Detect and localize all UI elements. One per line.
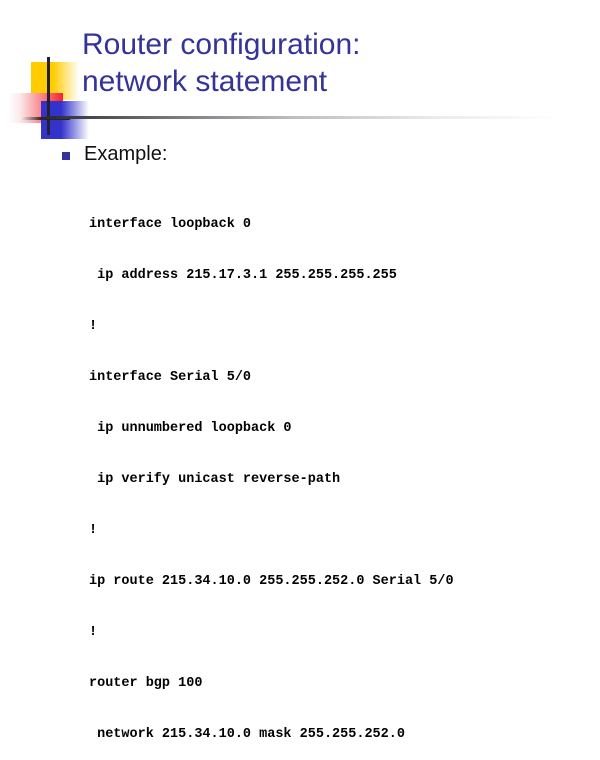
bullet-label: Example:	[84, 143, 168, 165]
decoration-vertical-rule-icon	[47, 57, 50, 135]
list-item: Example:	[62, 141, 582, 167]
code-block: interface loopback 0 ip address 215.17.3…	[89, 182, 454, 760]
slide-decoration-mark	[0, 45, 90, 140]
code-line: ip verify unicast reverse-path	[89, 472, 341, 487]
code-line: network 215.34.10.0 mask 255.255.252.0	[89, 727, 405, 742]
code-line: ip address 215.17.3.1 255.255.255.255	[89, 268, 397, 283]
decoration-blue-square-icon	[41, 101, 89, 139]
code-line: !	[89, 319, 98, 334]
code-line: router bgp 100	[89, 676, 203, 691]
code-line: !	[89, 523, 98, 538]
code-line: ip route 215.34.10.0 255.255.252.0 Seria…	[89, 574, 454, 589]
slide-body: Example:	[62, 141, 582, 167]
code-line: interface Serial 5/0	[89, 370, 252, 385]
title-underline-rule	[46, 116, 560, 119]
code-line: interface loopback 0	[89, 217, 252, 232]
slide-title-line-1: Router configuration:	[82, 28, 361, 61]
slide-title: Router configuration: network statement	[82, 26, 582, 100]
code-line: ip unnumbered loopback 0	[89, 421, 292, 436]
decoration-yellow-square-icon	[31, 62, 79, 100]
square-bullet-icon	[62, 152, 70, 160]
code-line: !	[89, 625, 98, 640]
slide-title-line-2: network statement	[82, 65, 328, 98]
